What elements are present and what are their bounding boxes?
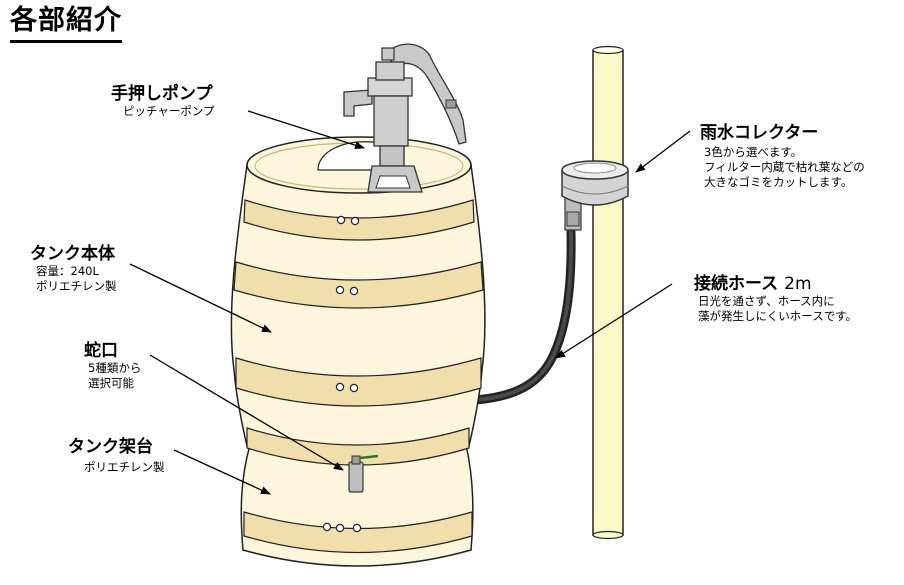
tank-body — [230, 136, 486, 466]
tank-sub1: 容量：240L — [36, 264, 99, 278]
faucet-sub2: 選択可能 — [88, 376, 134, 390]
faucet-name: 蛇口 — [84, 341, 118, 361]
pump-sub: ピッチャーポンプ — [123, 104, 215, 118]
collector-sub2: フィルター内蔵で枯れ葉などの — [704, 160, 865, 174]
page-title: 各部紹介 — [10, 4, 122, 43]
tank-arrow — [129, 263, 272, 333]
pump-arrow — [247, 110, 365, 150]
faucet-label: 蛇口 5種類から 選択可能 — [84, 341, 141, 391]
stand-sub: ポリエチレン製 — [84, 460, 165, 474]
pump-name: 手押しポンプ — [111, 84, 213, 104]
rain-collector — [561, 160, 629, 231]
leader-arrows — [129, 110, 691, 495]
pump-label: 手押しポンプ ピッチャーポンプ — [111, 84, 215, 119]
hose-size: 2m — [784, 274, 812, 294]
stand-name: タンク架台 — [68, 437, 153, 457]
hose-arrow — [555, 283, 673, 359]
collector-label: 雨水コレクター 3色から選べます。 フィルター内蔵で枯れ葉などの 大きなゴミをカ… — [700, 123, 865, 190]
tank-sub2: ポリエチレン製 — [36, 279, 117, 293]
hose-sub2: 藻が発生しにくいホースです。 — [698, 309, 858, 323]
faucet-arrow — [149, 354, 344, 471]
collector-sub1: 3色から選べます。 — [704, 145, 803, 159]
hose-name: 接続ホース — [694, 274, 779, 294]
collector-sub3: 大きなゴミをカットします。 — [704, 175, 853, 189]
collector-arrow — [635, 130, 691, 173]
faucet-sub1: 5種類から — [88, 361, 142, 375]
collector-name: 雨水コレクター — [700, 123, 819, 143]
connection-hose — [470, 227, 576, 405]
hand-pump — [343, 43, 467, 193]
tank-label: タンク本体 容量：240L ポリエチレン製 — [30, 244, 117, 294]
stand-arrow — [173, 449, 271, 495]
downspout-pipe — [592, 45, 624, 540]
stand-label: タンク架台 ポリエチレン製 — [68, 437, 165, 475]
faucet — [348, 454, 379, 493]
tank-stand — [240, 444, 474, 567]
hose-sub1: 日光を通さず、ホース内に — [698, 294, 835, 308]
tank-name: タンク本体 — [30, 244, 115, 264]
